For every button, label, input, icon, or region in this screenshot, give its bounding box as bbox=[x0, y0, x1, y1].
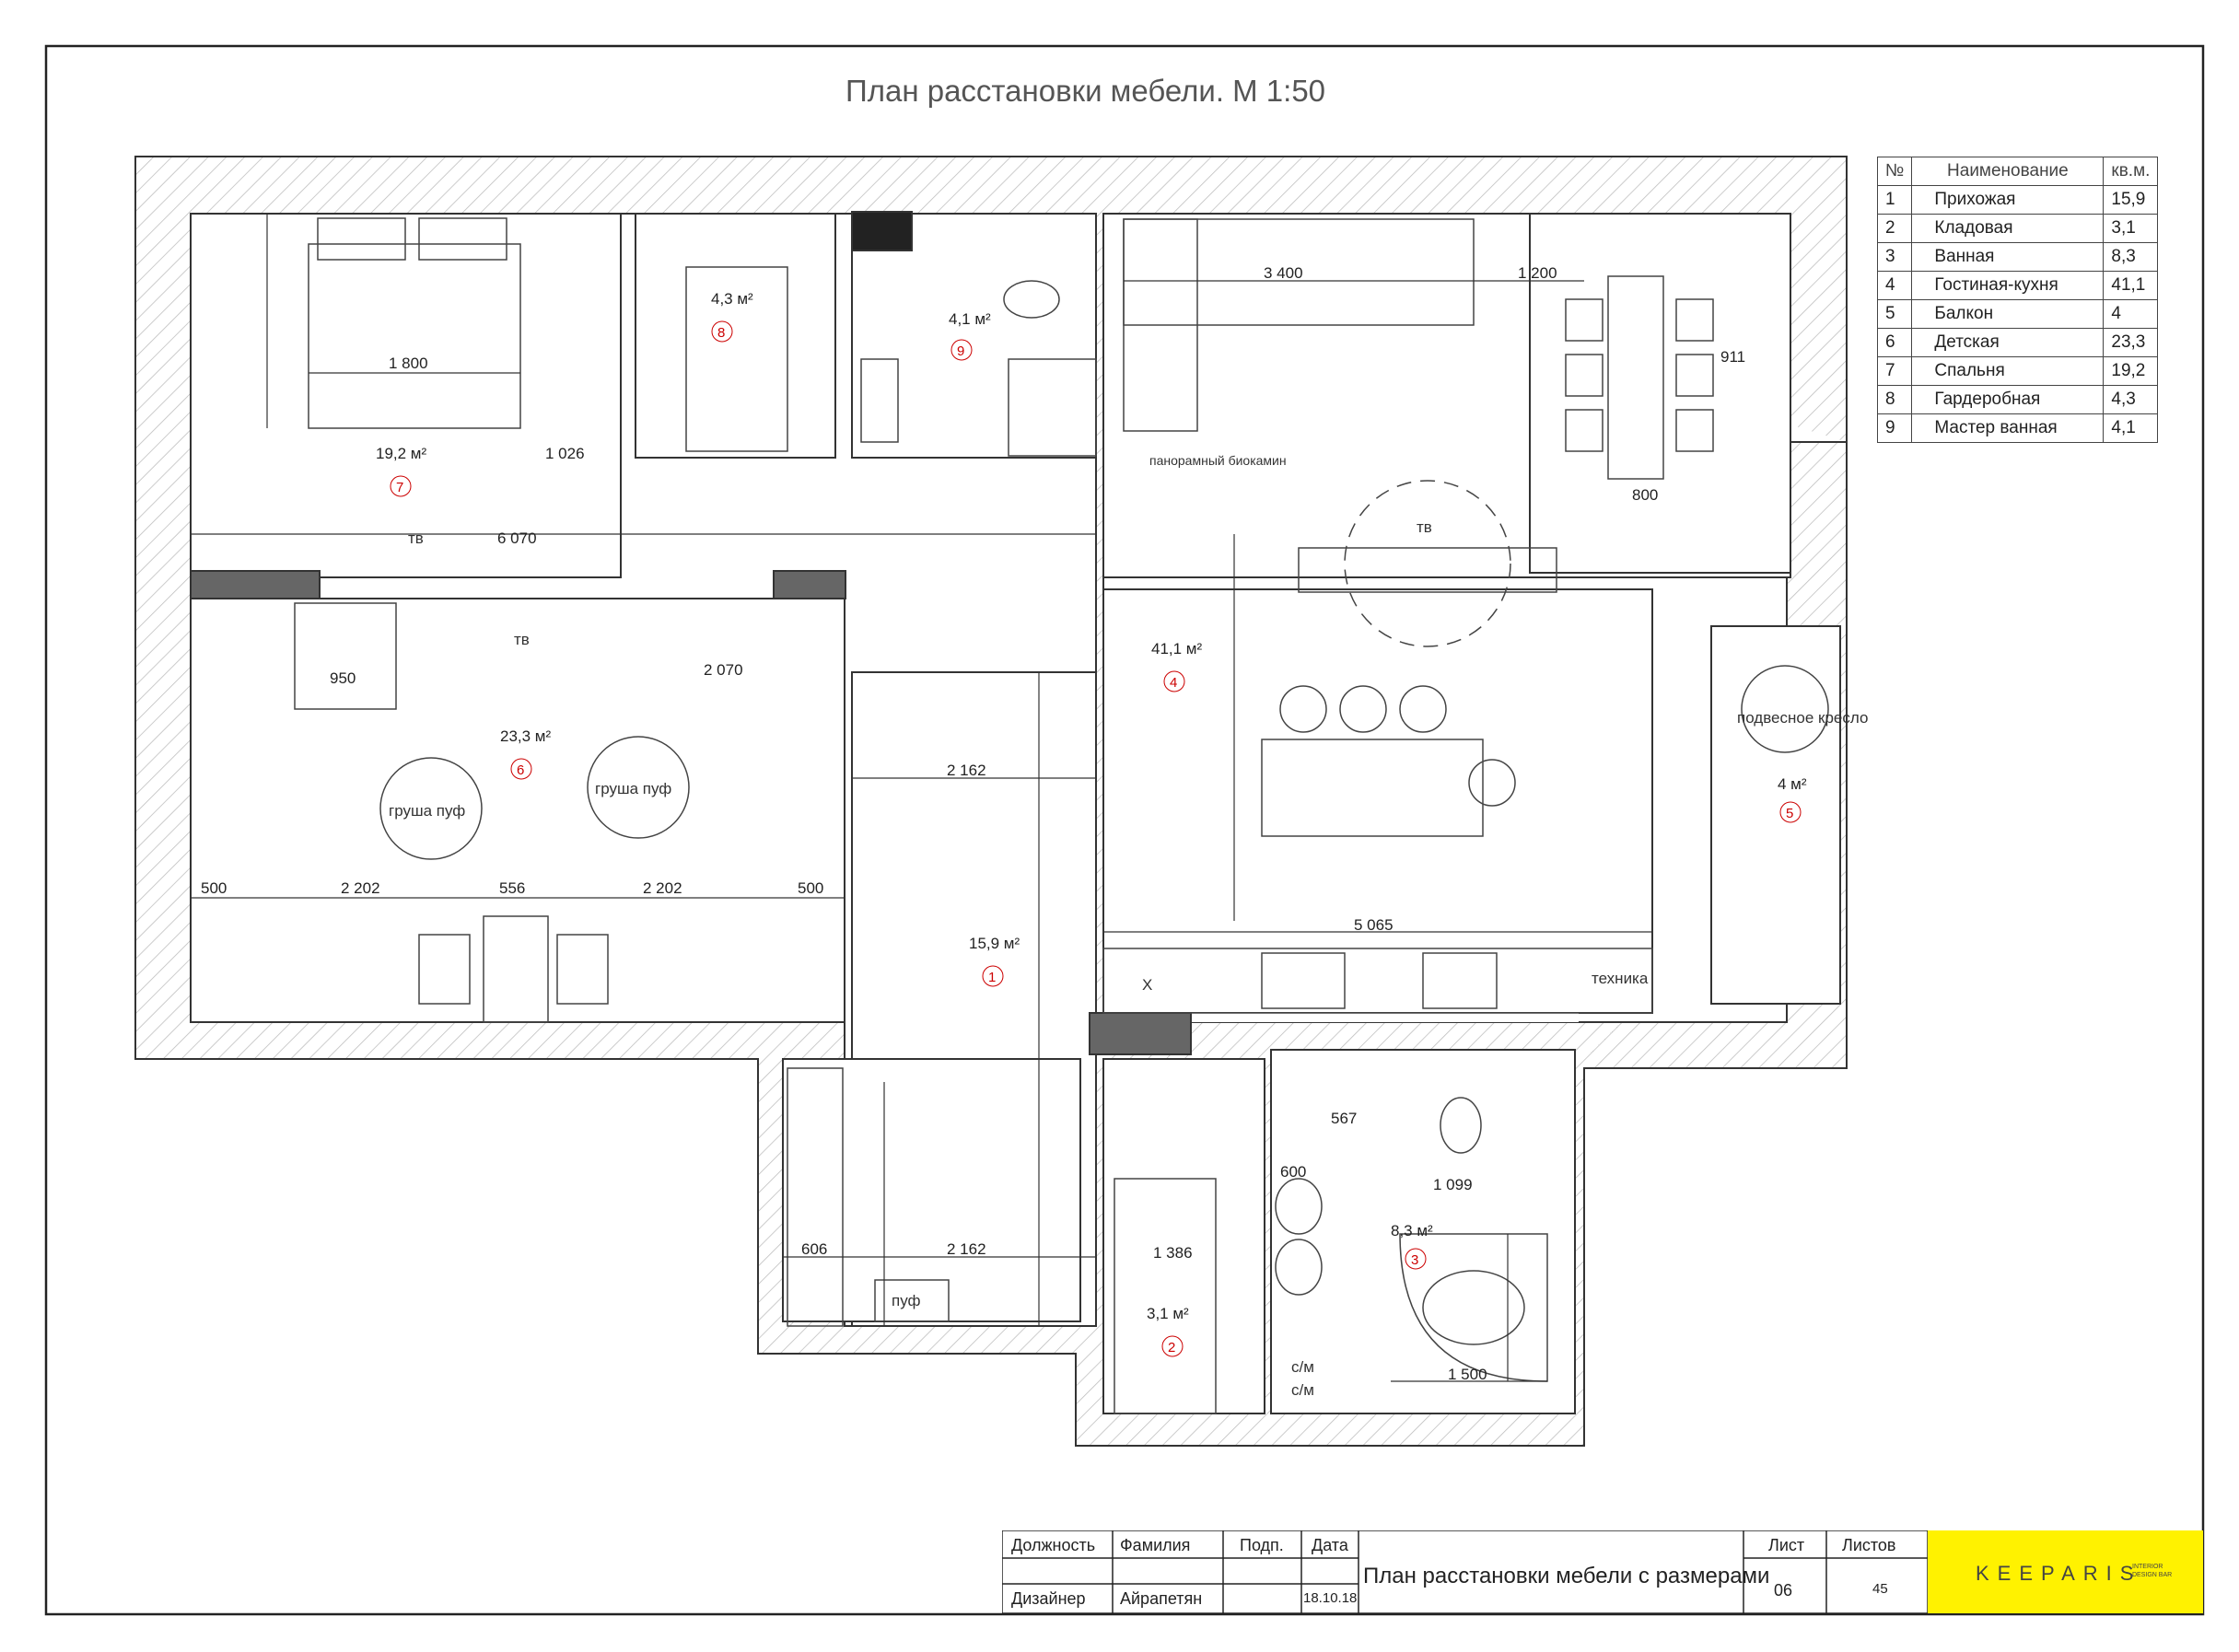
svg-text:X: X bbox=[1142, 976, 1152, 994]
room-area: 41,1 м² bbox=[1151, 640, 1202, 657]
svg-text:1 099: 1 099 bbox=[1433, 1176, 1473, 1193]
svg-text:техника: техника bbox=[1592, 970, 1649, 987]
svg-text:600: 600 bbox=[1280, 1163, 1306, 1181]
svg-text:8: 8 bbox=[717, 325, 725, 341]
room-area: 4,3 м² bbox=[711, 290, 753, 308]
svg-text:500: 500 bbox=[201, 879, 227, 897]
furniture-labels: тв тв тв панорамный биокамин груша пуф г… bbox=[389, 453, 1868, 1399]
svg-text:556: 556 bbox=[499, 879, 525, 897]
room-area: 19,2 м² bbox=[376, 445, 426, 462]
room-area: 4,1 м² bbox=[949, 310, 991, 328]
room-labels: 19,2 м² 7 4,3 м² 8 4,1 м² 9 41,1 м² 4 23… bbox=[376, 290, 1807, 1357]
svg-text:1: 1 bbox=[988, 970, 996, 985]
svg-text:3 400: 3 400 bbox=[1264, 264, 1303, 282]
svg-text:панорамный биокамин: панорамный биокамин bbox=[1149, 453, 1287, 468]
svg-text:2 202: 2 202 bbox=[643, 879, 682, 897]
svg-text:606: 606 bbox=[801, 1240, 827, 1258]
svg-text:800: 800 bbox=[1632, 486, 1658, 504]
svg-text:9: 9 bbox=[957, 343, 964, 359]
kitchen-island bbox=[1261, 739, 1484, 837]
svg-text:4: 4 bbox=[1170, 675, 1177, 691]
svg-text:567: 567 bbox=[1331, 1110, 1357, 1127]
svg-text:груша пуф: груша пуф bbox=[389, 802, 465, 820]
dimension-texts: 1 800 1 026 6 070 3 400 1 200 911 800 5 … bbox=[201, 264, 1745, 1383]
svg-text:тв: тв bbox=[408, 529, 424, 547]
svg-text:2 070: 2 070 bbox=[704, 661, 743, 679]
svg-text:2 162: 2 162 bbox=[947, 1240, 986, 1258]
svg-text:6: 6 bbox=[517, 762, 524, 778]
walls bbox=[134, 156, 1848, 1447]
svg-text:тв: тв bbox=[1417, 518, 1432, 536]
room-area: 15,9 м² bbox=[969, 935, 1020, 952]
svg-text:пуф: пуф bbox=[892, 1292, 921, 1309]
svg-text:1 026: 1 026 bbox=[545, 445, 585, 462]
room-area: 4 м² bbox=[1778, 775, 1807, 793]
svg-text:2: 2 bbox=[1168, 1340, 1175, 1355]
svg-text:1 386: 1 386 bbox=[1153, 1244, 1193, 1262]
room-area: 3,1 м² bbox=[1147, 1305, 1189, 1322]
svg-text:с/м: с/м bbox=[1291, 1358, 1314, 1376]
dining-table bbox=[1607, 275, 1664, 480]
svg-text:с/м: с/м bbox=[1291, 1381, 1314, 1399]
biofireplace bbox=[1298, 547, 1557, 593]
svg-text:7: 7 bbox=[396, 480, 403, 495]
dimension-lines bbox=[191, 214, 1652, 1382]
room-area: 23,3 м² bbox=[500, 727, 551, 745]
brand-logo: KEEPARIS INTERIOR DESIGN BAR bbox=[1928, 1530, 2203, 1613]
svg-text:5 065: 5 065 bbox=[1354, 916, 1394, 934]
room-area: 8,3 м² bbox=[1391, 1222, 1433, 1239]
svg-text:950: 950 bbox=[330, 669, 356, 687]
svg-text:6 070: 6 070 bbox=[497, 529, 537, 547]
svg-text:2 202: 2 202 bbox=[341, 879, 380, 897]
svg-text:1 800: 1 800 bbox=[389, 355, 428, 372]
sheet-frame bbox=[44, 44, 2205, 1616]
svg-text:груша пуф: груша пуф bbox=[595, 780, 671, 797]
bed bbox=[308, 243, 521, 429]
svg-text:тв: тв bbox=[514, 631, 530, 648]
kitchen-counter bbox=[1102, 948, 1653, 1014]
svg-text:3: 3 bbox=[1411, 1252, 1418, 1268]
svg-text:5: 5 bbox=[1786, 806, 1793, 821]
svg-text:1 500: 1 500 bbox=[1448, 1366, 1487, 1383]
title-block bbox=[1002, 1530, 2203, 1614]
svg-text:911: 911 bbox=[1720, 348, 1745, 366]
title-block-text: Должность Фамилия Подп. Дата Дизайнер Ай… bbox=[1011, 1536, 1896, 1608]
svg-text:500: 500 bbox=[798, 879, 823, 897]
page-title: План расстановки мебели. М 1:50 bbox=[845, 74, 1326, 108]
svg-text:1 200: 1 200 bbox=[1518, 264, 1557, 282]
svg-text:подвесное кресло: подвесное кресло bbox=[1737, 709, 1868, 727]
wardrobe bbox=[685, 266, 788, 452]
svg-text:2 162: 2 162 bbox=[947, 762, 986, 779]
furniture bbox=[294, 217, 1829, 1414]
